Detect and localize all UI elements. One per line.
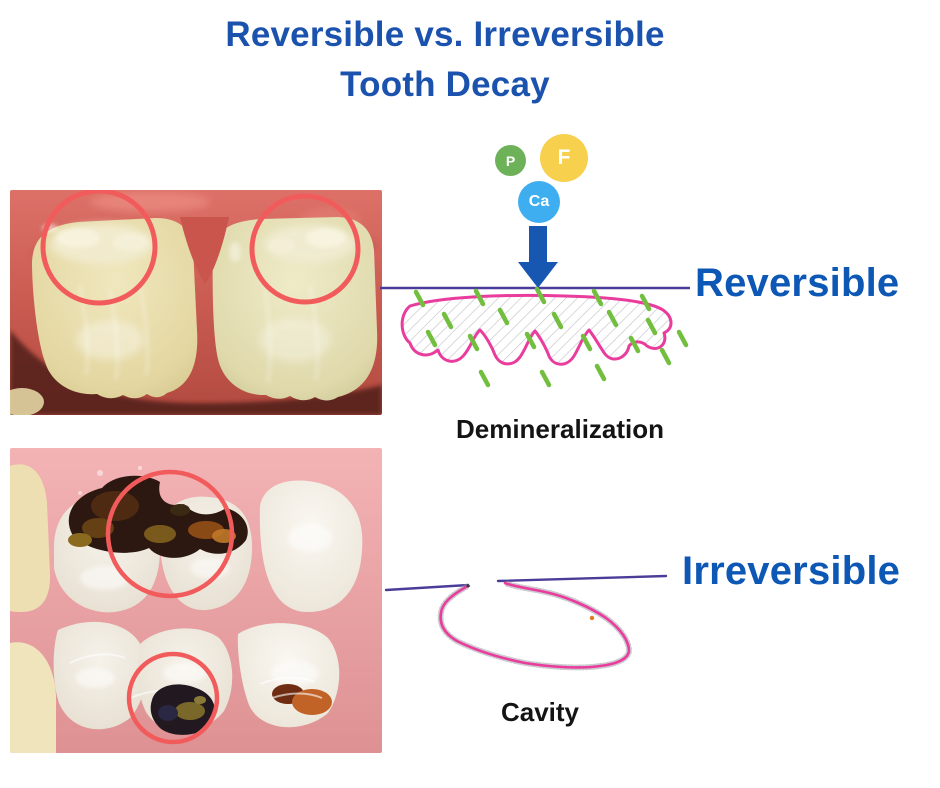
phosphate-ion-badge: P	[495, 145, 526, 176]
reversible-heading: Reversible	[695, 261, 900, 305]
page-title: Reversible vs. Irreversible Tooth Decay	[0, 10, 890, 110]
cavity-sketch	[384, 574, 668, 671]
fluoride-ion-badge: F	[540, 134, 588, 182]
cavity-caption: Cavity	[500, 697, 580, 727]
calcium-ion-badge: Ca	[518, 181, 560, 223]
white-spot-highlight-circles	[40, 190, 361, 306]
cavities-photo	[10, 448, 382, 753]
down-arrow-icon	[518, 226, 558, 288]
phosphate-ion-label: P	[505, 152, 516, 169]
demineralization-caption: Demineralization	[455, 414, 665, 444]
title-line-1: Reversible vs. Irreversible	[225, 15, 665, 54]
demineralization-sketch	[380, 286, 690, 388]
cavity-highlight-circles	[105, 469, 235, 745]
title-line-2: Tooth Decay	[340, 65, 550, 104]
calcium-ion-label: Ca	[528, 193, 550, 210]
white-spot-lesions-photo	[10, 190, 382, 415]
irreversible-heading: Irreversible	[682, 549, 901, 593]
mineral-dashes	[413, 286, 689, 388]
fluoride-ion-label: F	[557, 146, 571, 169]
